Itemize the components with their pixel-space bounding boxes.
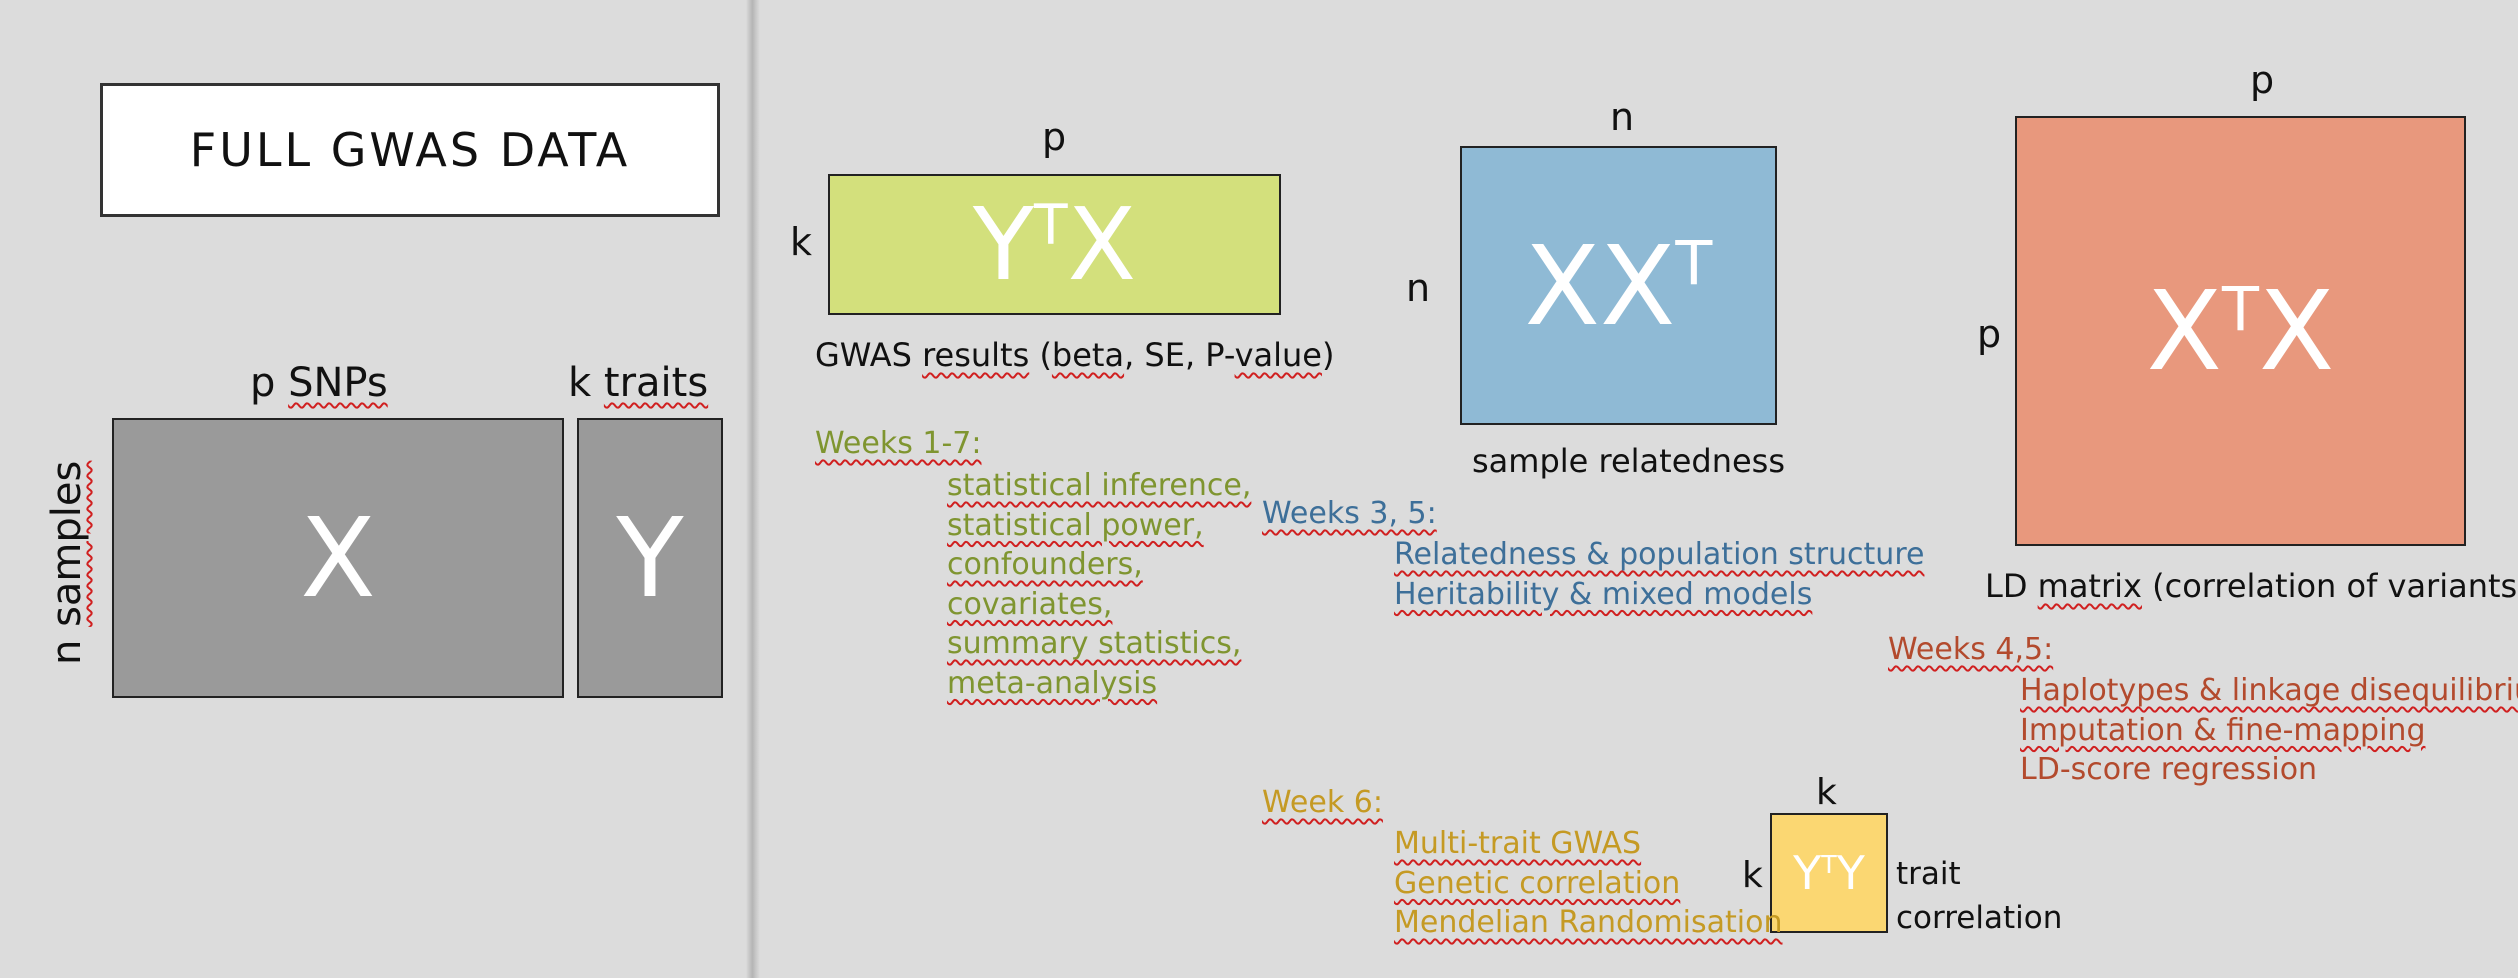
title-text: FULL GWAS DATA [189, 123, 631, 177]
ytx-caption-results: results [922, 336, 1030, 374]
left-panel: FULL GWAS DATA p SNPs k traits n samples… [0, 0, 752, 978]
xtx-sup: T [2222, 274, 2259, 345]
xxt-top-dim: n [1610, 95, 1635, 139]
xxt-caption: sample relatedness [1472, 442, 1786, 480]
topic-item: Haplotypes & linkage disequilibrium [2020, 673, 2518, 708]
ytx-top-dim: p [1042, 115, 1067, 159]
ytx-sup: T [1033, 193, 1068, 258]
weeks-4-5-topics: Haplotypes & linkage disequilibrium Impu… [2020, 671, 2518, 790]
ytx-caption-beta: beta [1051, 336, 1125, 374]
ytx-caption-se: , SE, P- [1124, 336, 1235, 374]
xtx-base2: X [2258, 267, 2335, 395]
ytx-caption-value: value [1234, 336, 1322, 374]
genotype-matrix-x: X [112, 418, 564, 698]
xtx-caption-ld: LD [1985, 567, 2028, 605]
ytx-caption-open: ( [1039, 336, 1052, 374]
topic-item: Relatedness & population structure [1394, 537, 1925, 572]
ytx-base2: X [1067, 186, 1137, 303]
weeks-1-7-heading: Weeks 1-7: [815, 426, 982, 461]
weeks-3-5-topics: Relatedness & population structure Herit… [1394, 535, 1924, 614]
traits-text: traits [603, 360, 709, 406]
k-dim-label: k [568, 360, 592, 406]
topic-item: meta-analysis [947, 665, 1158, 701]
ytx-caption-close: ) [1321, 336, 1335, 374]
y-matrix-label: Y [616, 494, 684, 622]
xtx-base1: X [2146, 267, 2223, 395]
topic-item: LD-score regression [2020, 752, 2318, 787]
title-box: FULL GWAS DATA [100, 83, 720, 217]
weeks-4-5-heading: Weeks 4,5: [1888, 632, 2054, 667]
ytx-caption-gwas: GWAS [815, 336, 912, 374]
yty-caption: trait correlation [1896, 852, 2062, 940]
topic-item: Heritability & mixed models [1394, 576, 1813, 612]
ytx-caption: GWAS results (beta, SE, P-value) [815, 336, 1334, 374]
x-matrix-label: X [300, 494, 376, 622]
traits-label: k traits [568, 360, 708, 406]
topic-item: Multi-trait GWAS [1394, 826, 1642, 861]
snps-text: SNPs [288, 360, 388, 406]
yty-base2: Y [1836, 846, 1865, 900]
topic-item: confounders, [947, 547, 1143, 582]
yty-side-dim: k [1742, 855, 1763, 896]
xtx-caption: LD matrix (correlation of variants) [1985, 567, 2518, 605]
xtx-top-dim: p [2250, 58, 2275, 102]
xxt-sup: T [1675, 229, 1713, 300]
xtx-caption-matrix: matrix [2037, 567, 2142, 605]
phenotype-matrix-y: Y [577, 418, 723, 698]
weeks-1-7-topics: statistical inference, statistical power… [947, 466, 1251, 703]
topic-item: statistical power, [947, 507, 1204, 543]
topic-item: Genetic correlation [1394, 865, 1681, 901]
yty-caption-line2: correlation [1896, 900, 2063, 936]
panel-divider [746, 0, 760, 978]
topic-item: statistical inference, [947, 468, 1252, 503]
week-6-topics: Multi-trait GWAS Genetic correlation Men… [1394, 824, 1782, 943]
yty-base1: Y [1793, 846, 1822, 900]
snps-label: p SNPs [250, 360, 388, 406]
topic-item: summary statistics, [947, 626, 1242, 661]
weeks-3-5-heading: Weeks 3, 5: [1262, 496, 1437, 531]
yty-caption-line1: trait [1896, 856, 1961, 892]
ytx-side-dim: k [790, 220, 813, 264]
topic-item: Imputation & fine-mapping [2020, 712, 2426, 748]
xxt-side-dim: n [1406, 266, 1431, 310]
yty-sup: T [1821, 849, 1837, 879]
topic-item: Mendelian Randomisation [1394, 905, 1783, 940]
xtx-side-dim: p [1977, 312, 2002, 356]
xxt-base: XX [1524, 221, 1676, 350]
xtx-caption-rest: (correlation of variants) [2152, 567, 2518, 605]
ytx-base1: Y [972, 186, 1034, 303]
topic-item: covariates, [947, 586, 1113, 622]
p-dim-label: p [250, 360, 276, 406]
week-6-heading: Week 6: [1262, 785, 1383, 820]
yty-top-dim: k [1816, 772, 1837, 813]
